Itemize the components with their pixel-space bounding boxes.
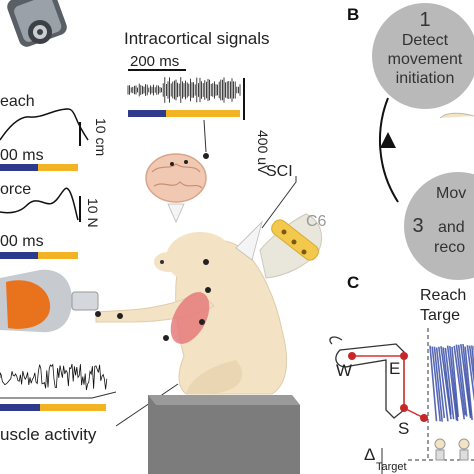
wrist-marker — [348, 352, 356, 360]
emg-trace — [0, 363, 108, 391]
delta-subscript: Target — [376, 461, 407, 473]
force-phase1-bar — [0, 252, 38, 259]
recording-device-icon — [7, 0, 67, 47]
step1-number: 1 — [419, 9, 430, 31]
loop-arrow — [379, 97, 399, 203]
emg-phase2-bar — [40, 404, 106, 411]
elbow-marker — [400, 352, 408, 360]
step3-line1: Mov — [436, 185, 466, 202]
marker-w-label: W — [336, 361, 352, 380]
force-label: orce — [0, 181, 31, 198]
delta-symbol: Δ — [364, 445, 375, 464]
loop-arrowhead-icon — [380, 132, 396, 148]
kinematics-title: Reach — [420, 287, 466, 304]
emg-label: uscle activity — [0, 425, 97, 444]
intracortical-spike-train — [127, 77, 241, 103]
reach-phase2-bar — [38, 164, 78, 171]
brain-icon — [145, 153, 209, 223]
emg-phase1-bar — [0, 404, 40, 411]
panel-c-label: C — [347, 273, 359, 292]
c6-label: C6 — [306, 213, 327, 230]
handle-icons — [434, 438, 470, 461]
force-amp-scale: 10 N — [85, 198, 101, 228]
force-phase2-bar — [38, 252, 78, 259]
reach-trace — [0, 108, 89, 141]
reach-time-scale: 00 ms — [0, 147, 44, 164]
step3-line2: and — [438, 219, 465, 236]
step1-line2: movement — [388, 51, 463, 68]
monkey-illustration — [95, 232, 300, 474]
intracortical-amp-scale: 400 uV — [255, 130, 271, 175]
kinematic-chain — [352, 355, 425, 419]
intracortical-time-scale: 200 ms — [130, 53, 179, 70]
hand-marker — [420, 414, 428, 422]
step1-line1: Detect — [402, 32, 449, 49]
shoulder-marker — [400, 404, 408, 412]
step1-circle: 1 Detect movement initiation — [372, 3, 474, 109]
pedestal — [148, 395, 300, 474]
panel-b-label: B — [347, 5, 359, 24]
spinal-cord-icon — [259, 213, 322, 279]
step3-line3: reco — [434, 239, 465, 256]
kinematics-subtitle: Targe — [420, 307, 460, 324]
reach-phase1-bar — [0, 164, 38, 171]
marker-e-label: E — [389, 359, 400, 378]
reach-label: each — [0, 93, 35, 110]
sci-label: SCI — [266, 163, 293, 180]
force-trace — [0, 187, 79, 221]
reach-amp-scale: 10 cm — [93, 118, 109, 156]
step1-line3: initiation — [396, 70, 455, 87]
intracortical-phase1-bar — [128, 110, 166, 117]
marker-s-label: S — [398, 419, 409, 438]
robot-handle-icon — [0, 269, 99, 333]
intracortical-phase2-bar — [166, 110, 240, 117]
intracortical-title: Intracortical signals — [124, 29, 270, 48]
reach-trajectory-fan — [429, 343, 474, 422]
step3-circle: Mov 3 and reco — [404, 172, 474, 280]
step3-number: 3 — [412, 215, 423, 237]
force-time-scale: 00 ms — [0, 233, 44, 250]
